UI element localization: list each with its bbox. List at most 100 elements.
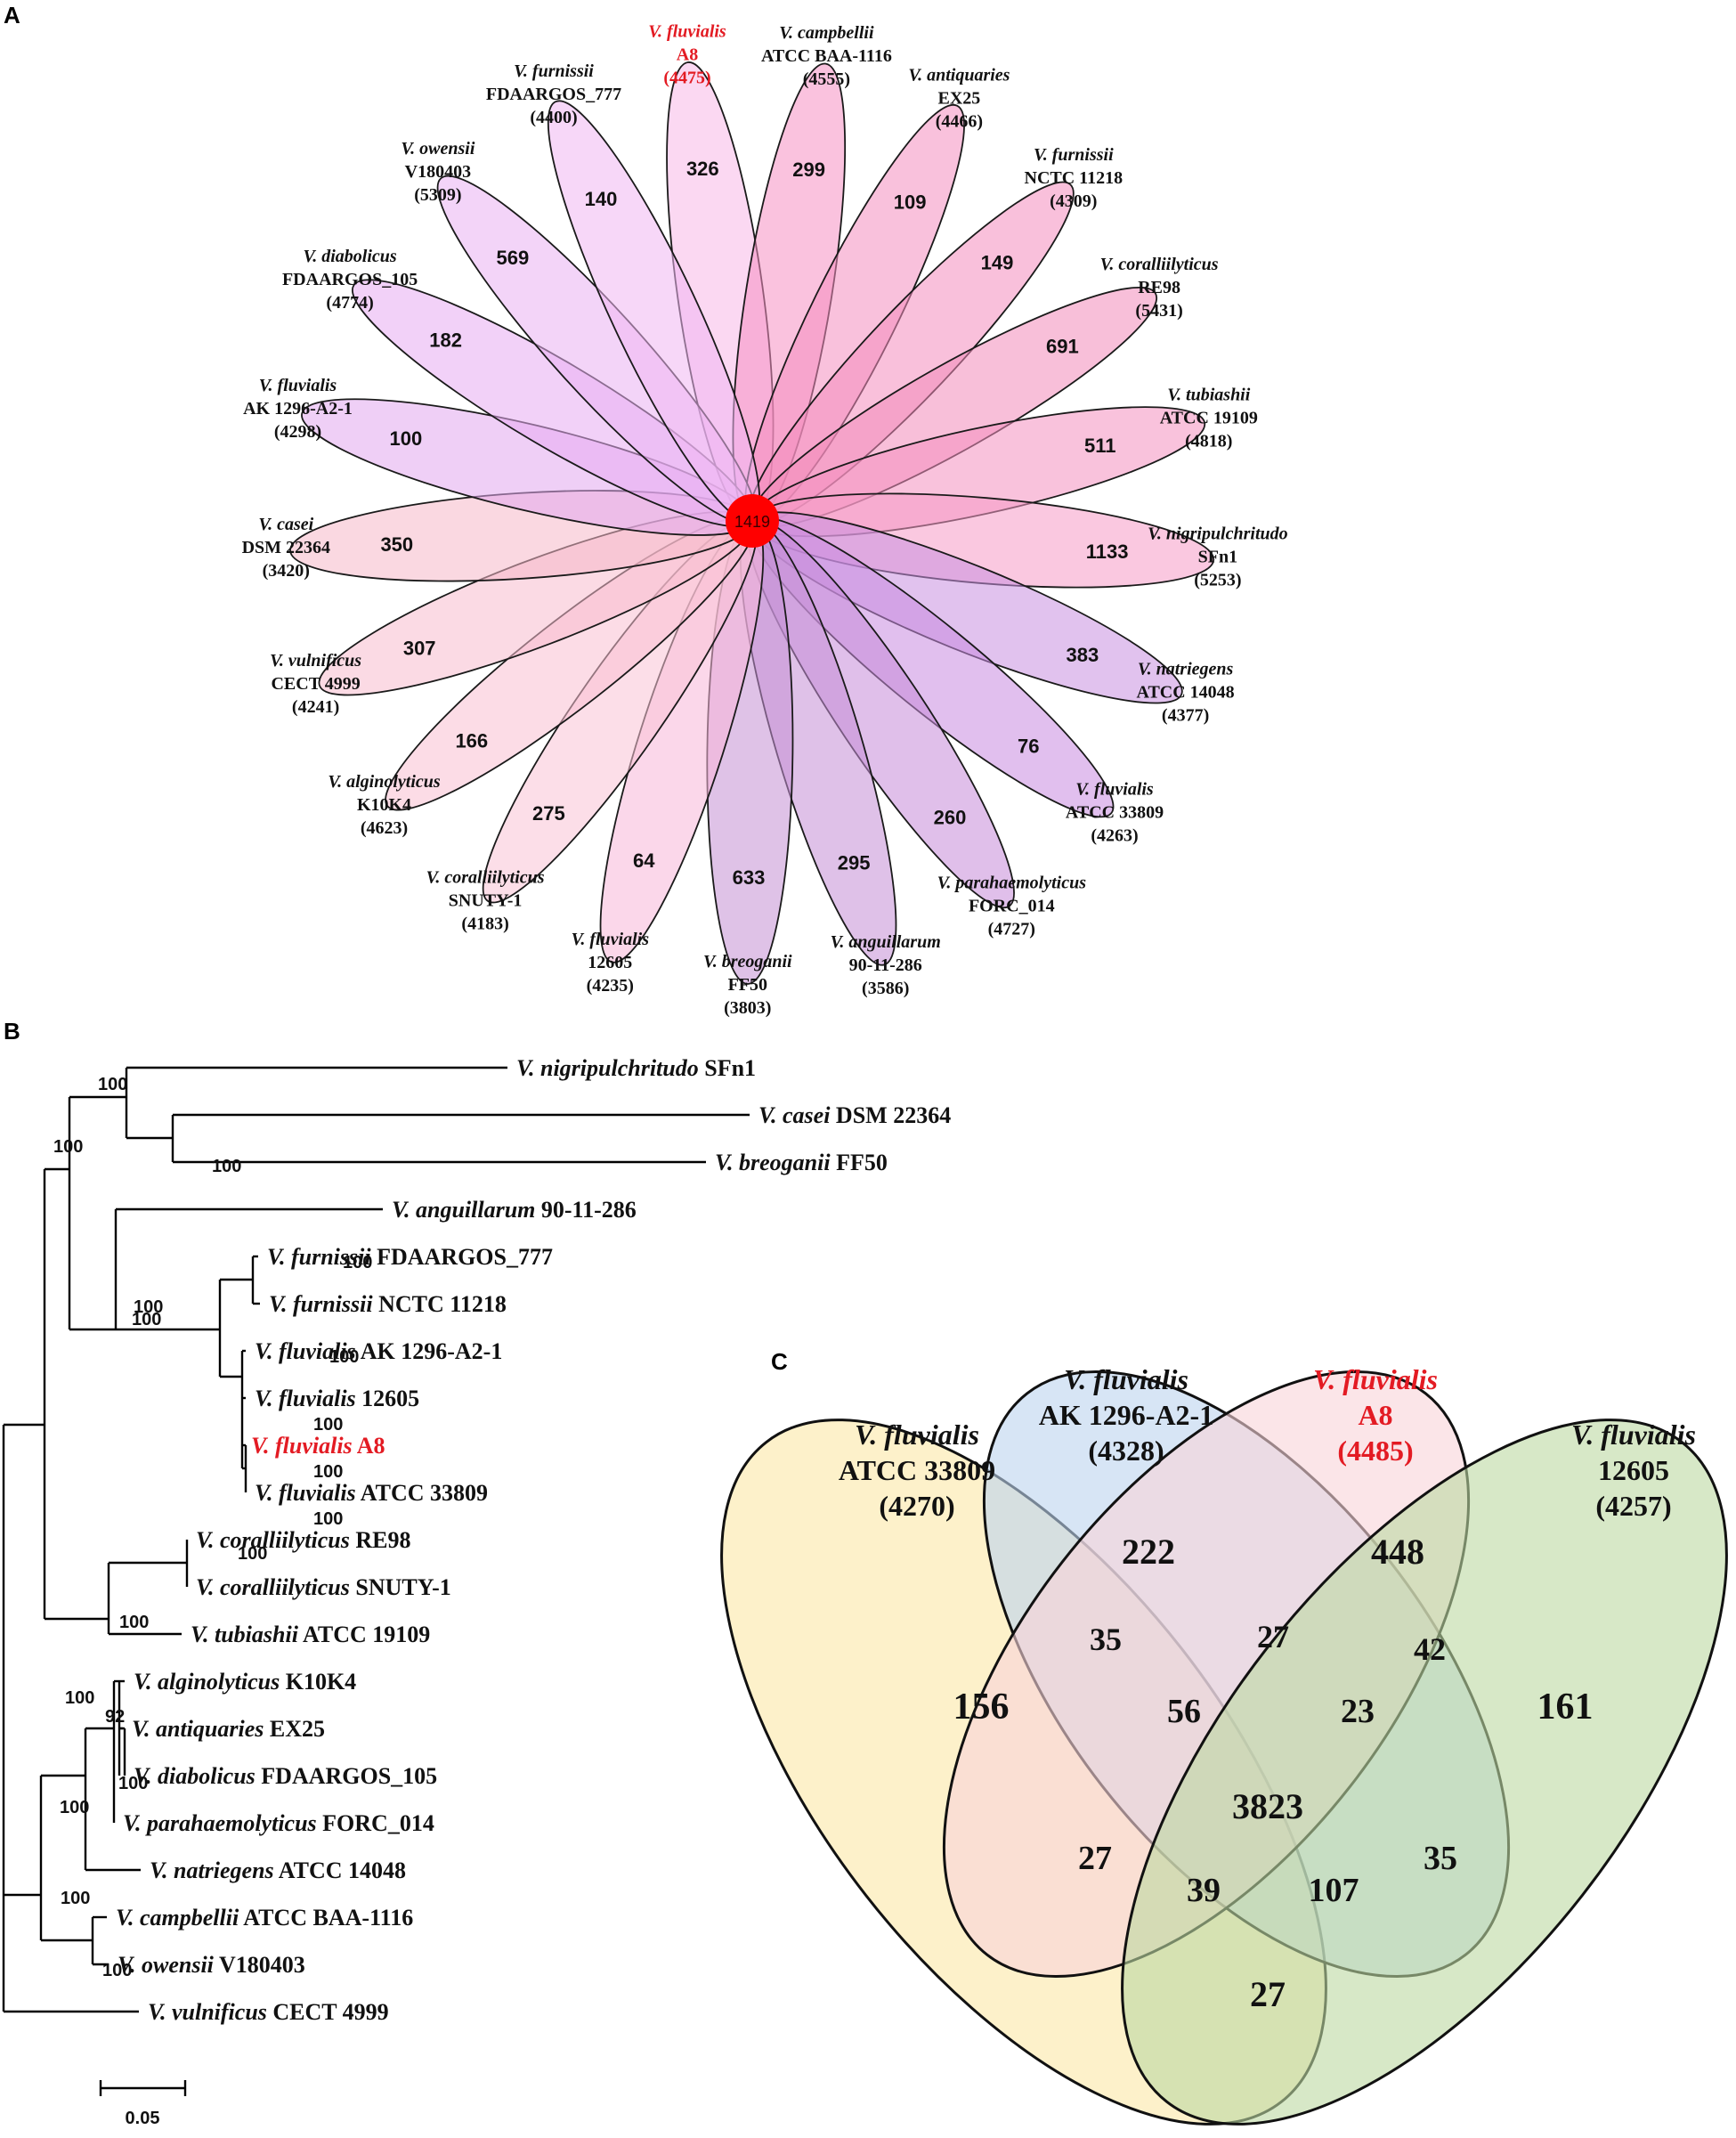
petal-total-label: (4623) — [361, 818, 408, 838]
petal-species-label: V. alginolyticus — [328, 772, 441, 792]
venn-region-count: 27 — [1257, 1619, 1289, 1654]
tree-leaf-strain: CECT 4999 — [272, 1999, 388, 2025]
panel-a-letter: A — [4, 2, 20, 28]
tree-leaf-species: V. coralliilyticus — [196, 1574, 350, 1600]
venn-region-count: 3823 — [1232, 1786, 1303, 1826]
tree-leaf-strain: NCTC 11218 — [378, 1291, 507, 1317]
bootstrap-value: 100 — [212, 1157, 241, 1176]
tree-leaf-label: V. nigripulchritudo SFn1 — [516, 1055, 756, 1081]
petal-strain-label: V180403 — [405, 162, 471, 182]
bootstrap-value: 100 — [132, 1310, 161, 1329]
tree-leaf-label: V. anguillarum 90-11-286 — [392, 1197, 637, 1223]
petal-unique-count: 100 — [390, 427, 423, 450]
tree-leaf-label: V. tubiashii ATCC 19109 — [191, 1622, 430, 1647]
petal-unique-count: 511 — [1084, 435, 1116, 457]
venn-set-species: V. fluvialis — [1313, 1363, 1438, 1395]
petal-unique-count: 1133 — [1086, 541, 1129, 563]
venn-region-count: 23 — [1341, 1693, 1375, 1730]
petal-total-label: (4377) — [1162, 706, 1209, 726]
tree-leaf-strain: SNUTY-1 — [355, 1574, 450, 1600]
tree-leaf-label: V. fluvialis AK 1296-A2-1 — [255, 1338, 502, 1364]
tree-leaf-strain: FDAARGOS_105 — [261, 1763, 437, 1789]
tree-leaf-strain: V180403 — [219, 1952, 305, 1978]
venn-set-strain: 12605 — [1598, 1454, 1669, 1486]
petal-unique-count: 383 — [1067, 644, 1099, 666]
petal-species-label: V. nigripulchritudo — [1148, 524, 1287, 543]
petal-species-label: V. fluvialis — [259, 376, 337, 395]
petal-species-label: V. tubiashii — [1167, 385, 1250, 404]
panel-c-letter: C — [771, 1348, 788, 1375]
venn-set-strain: ATCC 33809 — [839, 1454, 995, 1486]
petal-unique-count: 691 — [1046, 336, 1079, 358]
venn-region-count: 35 — [1090, 1622, 1122, 1657]
petal-strain-label: A8 — [677, 45, 698, 64]
petal-unique-count: 182 — [429, 329, 462, 352]
tree-leaf-species: V. fluvialis — [255, 1480, 356, 1506]
tree-leaf-strain: FORC_014 — [322, 1810, 434, 1836]
bootstrap-value: 100 — [313, 1415, 343, 1435]
venn-set-species: V. fluvialis — [1064, 1363, 1188, 1395]
bootstrap-value: 100 — [102, 1961, 132, 1980]
petal-species-label: V. owensii — [401, 139, 475, 159]
venn-set-species: V. fluvialis — [855, 1419, 979, 1451]
petal-species-label: V. furnissii — [1034, 145, 1114, 165]
tree-leaf-label: V. natriegens ATCC 14048 — [150, 1858, 406, 1883]
petal-strain-label: ATCC 14048 — [1137, 683, 1235, 703]
tree-leaf-strain: 12605 — [361, 1386, 419, 1411]
petal-species-label: V. campbellii — [779, 23, 874, 43]
venn-region-count: 39 — [1187, 1872, 1221, 1909]
petal-strain-label: NCTC 11218 — [1025, 168, 1124, 188]
petal-strain-label: 12605 — [588, 953, 632, 972]
petal-unique-count: 569 — [497, 247, 530, 269]
tree-leaf-label: V. furnissii NCTC 11218 — [269, 1291, 507, 1317]
venn-set-total: (4485) — [1337, 1435, 1413, 1467]
petal-species-label: V. breoganii — [703, 952, 792, 971]
tree-leaf-strain: ATCC 19109 — [303, 1622, 430, 1647]
tree-leaf-strain: RE98 — [355, 1527, 410, 1553]
petal-strain-label: AK 1296-A2-1 — [243, 399, 353, 419]
tree-leaf-species: V. furnissii — [269, 1291, 373, 1317]
petal-unique-count: 140 — [585, 188, 618, 210]
petal-species-label: V. natriegens — [1138, 660, 1234, 679]
tree-leaf-species: V. fluvialis — [255, 1386, 356, 1411]
tree-leaf-species: V. diabolicus — [134, 1763, 256, 1789]
petal-species-label: V. vulnificus — [270, 651, 361, 671]
petal-unique-count: 109 — [894, 191, 927, 213]
tree-leaf-strain: EX25 — [270, 1716, 325, 1742]
petal-unique-count: 326 — [686, 158, 719, 180]
petal-unique-count: 260 — [934, 807, 967, 829]
tree-leaf-strain: K10K4 — [286, 1669, 356, 1695]
venn-set-total: (4328) — [1088, 1435, 1164, 1467]
panel-b-letter: B — [4, 1018, 20, 1045]
venn-region-count: 161 — [1537, 1687, 1594, 1727]
venn-region-count: 42 — [1414, 1631, 1446, 1667]
petal-strain-label: ATCC 33809 — [1066, 802, 1164, 822]
tree-leaf-label: V. parahaemolyticus FORC_014 — [123, 1810, 434, 1836]
tree-leaf-species: V. fluvialis — [255, 1338, 356, 1364]
tree-leaf-label: V. fluvialis ATCC 33809 — [255, 1480, 488, 1506]
bootstrap-value: 100 — [53, 1137, 83, 1157]
petal-strain-label: K10K4 — [357, 795, 411, 815]
tree-leaf-species: V. vulnificus — [148, 1999, 267, 2025]
petal-strain-label: FDAARGOS_105 — [282, 270, 418, 289]
tree-leaf-strain: A8 — [357, 1433, 385, 1459]
tree-leaf-species: V. owensii — [118, 1952, 215, 1978]
petal-total-label: (4263) — [1091, 825, 1138, 845]
petal-unique-count: 149 — [981, 252, 1014, 274]
venn-set-strain: AK 1296-A2-1 — [1039, 1399, 1213, 1431]
tree-leaf-label: V. coralliilyticus RE98 — [196, 1527, 411, 1553]
tree-leaf-strain: 90-11-286 — [541, 1197, 637, 1223]
petal-total-label: (4727) — [988, 920, 1035, 939]
bootstrap-value: 92 — [105, 1707, 125, 1727]
petal-total-label: (4555) — [803, 69, 850, 89]
tree-leaf-strain: ATCC 14048 — [279, 1858, 406, 1883]
venn-region-count: 35 — [1424, 1840, 1457, 1877]
tree-leaf-strain: ATCC 33809 — [361, 1480, 488, 1506]
petal-total-label: (3586) — [862, 979, 909, 998]
tree-leaf-label: V. breoganii FF50 — [715, 1150, 888, 1175]
tree-leaf-strain: FF50 — [836, 1150, 888, 1175]
petal-unique-count: 275 — [532, 802, 565, 825]
petal-strain-label: DSM 22364 — [242, 538, 330, 557]
